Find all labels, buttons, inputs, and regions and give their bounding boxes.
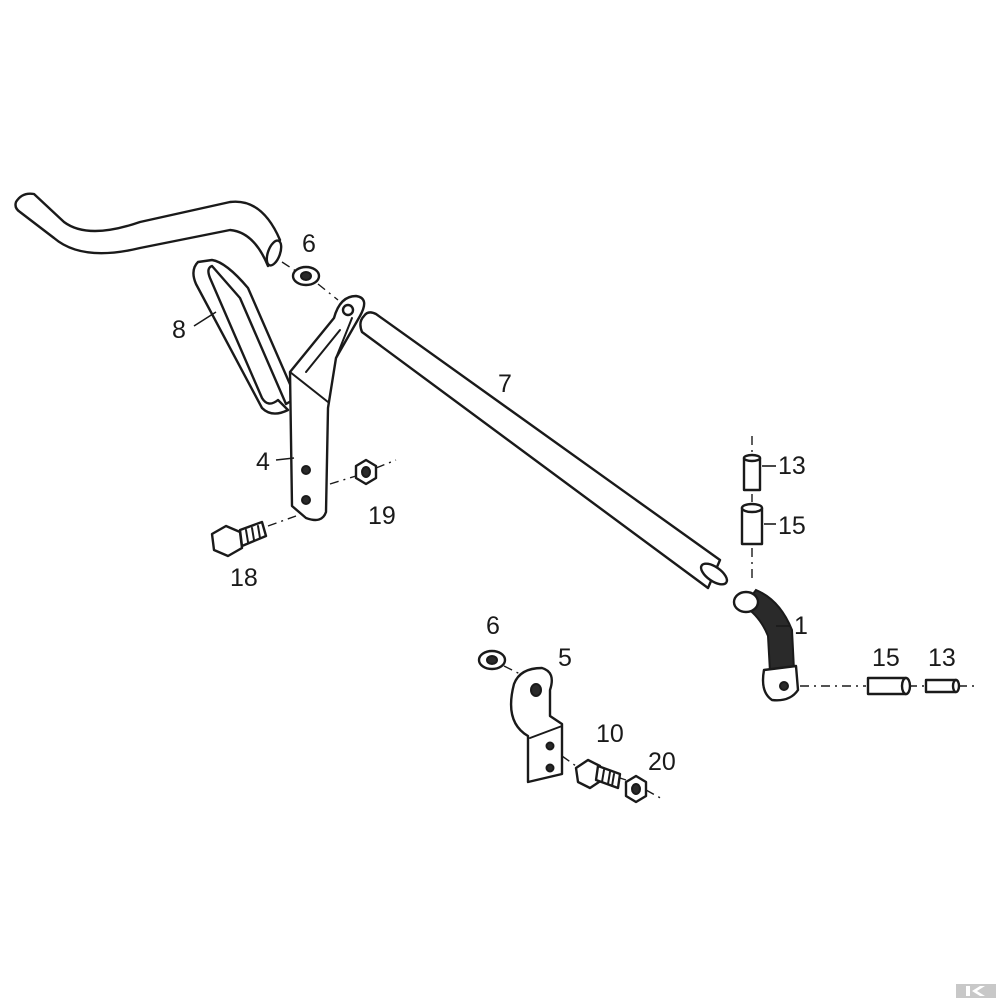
handlebar-tube	[14, 192, 283, 268]
callout-20: 20	[648, 748, 676, 776]
bent-lever	[732, 588, 800, 702]
washer-axis-upper	[317, 283, 339, 301]
bolt-10	[574, 758, 622, 790]
bushing-15-right	[866, 676, 912, 696]
callout-7: 7	[498, 370, 512, 398]
leader-4	[275, 457, 295, 461]
bolt-18	[210, 520, 268, 558]
nut-20-axis	[645, 789, 665, 801]
bolt-10-axis	[561, 755, 627, 781]
bushing-15-upper	[740, 502, 764, 546]
k-logo-mark-icon	[956, 984, 996, 998]
callout-10: 10	[596, 720, 624, 748]
bracket-lever-mount	[288, 294, 366, 522]
callout-4: 4	[256, 448, 270, 476]
nut-19-axis	[329, 459, 397, 485]
bolt-18-axis	[267, 515, 297, 527]
spring-clip	[192, 258, 298, 415]
bracket-angle	[509, 666, 564, 784]
washer-6-lower	[477, 649, 507, 671]
washer-6-upper	[291, 265, 321, 287]
callout-13-upper: 13	[778, 452, 806, 480]
callout-6-lower: 6	[486, 612, 500, 640]
callout-13-right: 13	[928, 644, 956, 672]
callout-1: 1	[794, 612, 808, 640]
nut-19	[354, 458, 378, 486]
callout-18: 18	[230, 564, 258, 592]
callout-15-right: 15	[872, 644, 900, 672]
callout-8: 8	[172, 316, 186, 344]
control-shaft	[359, 311, 729, 590]
nut-20	[624, 774, 648, 804]
pin-13-upper	[742, 453, 762, 492]
callout-5: 5	[558, 644, 572, 672]
handlebar-axis	[281, 261, 303, 276]
callout-6-upper: 6	[302, 230, 316, 258]
callout-15-upper: 15	[778, 512, 806, 540]
pin-13-right	[924, 678, 961, 694]
leader-8	[193, 311, 217, 327]
callout-19: 19	[368, 502, 396, 530]
